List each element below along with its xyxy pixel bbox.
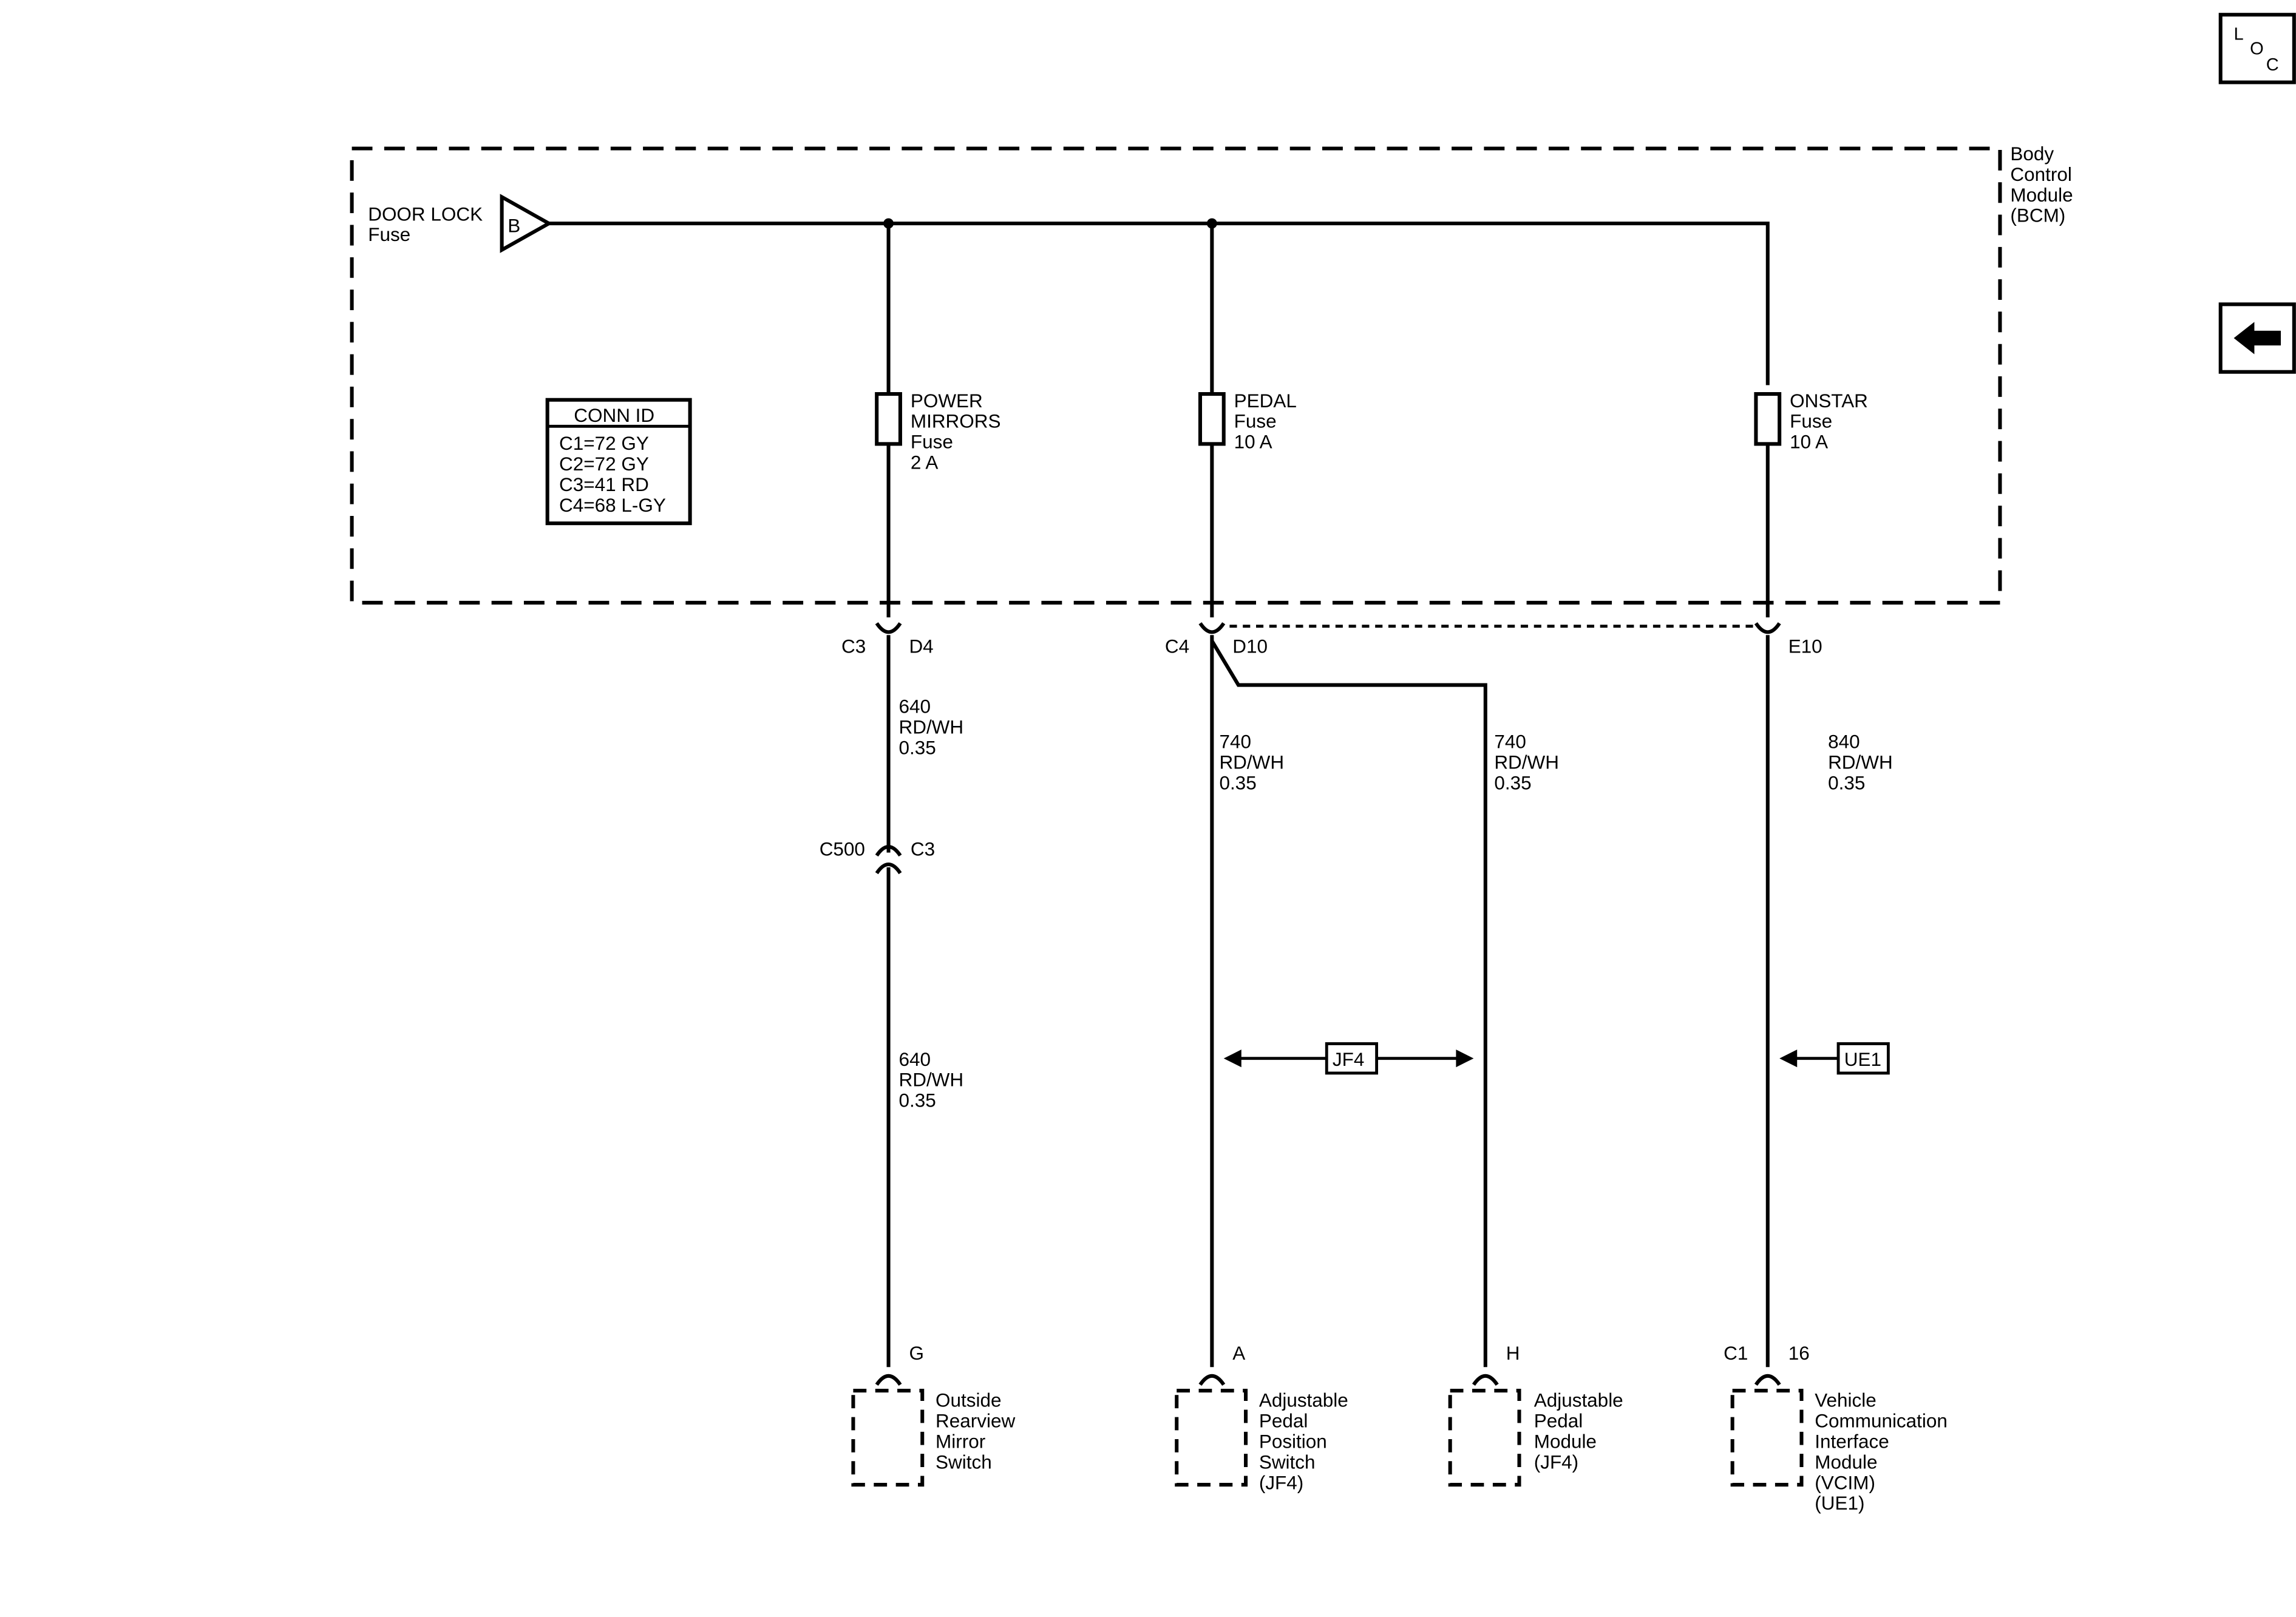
power-mirrors-circuit: POWER MIRRORS Fuse 2 A C3 D4 640 RD/WH 0… — [820, 223, 1001, 1368]
wire-label: 640 — [899, 696, 931, 717]
svg-text:Module: Module — [2010, 185, 2073, 206]
source-sub: Fuse — [368, 224, 410, 245]
component-outside-rearview-mirror-switch: G Outside Rearview Mirror Switch — [851, 1343, 1015, 1487]
svg-text:(JF4): (JF4) — [1259, 1472, 1303, 1493]
conn-id-row: C2=72 GY — [559, 453, 649, 475]
svg-text:(JF4): (JF4) — [1534, 1451, 1578, 1473]
pin-number: E10 — [1788, 636, 1822, 657]
fuse-label: 2 A — [911, 452, 939, 473]
svg-text:Interface: Interface — [1815, 1431, 1889, 1452]
svg-text:Pedal: Pedal — [1259, 1411, 1308, 1432]
fuse-label: ONSTAR — [1790, 390, 1868, 412]
inline-connector-name: C500 — [820, 838, 865, 859]
wire-label: 640 — [899, 1049, 931, 1070]
connector-symbol — [1754, 622, 1781, 634]
svg-text:Module: Module — [1534, 1431, 1597, 1452]
component-vcim: C1 16 Vehicle Communication Interface Mo… — [1724, 1343, 1948, 1514]
fuse-label: PEDAL — [1234, 390, 1297, 412]
wire-label: RD/WH — [1494, 752, 1559, 773]
component-adjustable-pedal-position-switch: A Adjustable Pedal Position Switch (JF4) — [1175, 1343, 1348, 1493]
pin-connector: C3 — [841, 636, 866, 657]
fuse-label: Fuse — [911, 432, 953, 453]
svg-text:(BCM): (BCM) — [2010, 205, 2065, 226]
component-adjustable-pedal-module: H Adjustable Pedal Module (JF4) — [1448, 1343, 1623, 1487]
wire-label: 0.35 — [1494, 773, 1531, 794]
svg-text:Mirror: Mirror — [936, 1431, 985, 1452]
fuse-label: MIRRORS — [911, 411, 1001, 432]
option-code: JF4 — [1333, 1049, 1364, 1070]
fuse-label: 10 A — [1790, 432, 1828, 453]
loc-letter-o: O — [2250, 39, 2264, 59]
svg-text:Control: Control — [2010, 164, 2071, 185]
svg-text:(UE1): (UE1) — [1815, 1493, 1864, 1514]
fuse-label: Fuse — [1234, 411, 1277, 432]
connector-symbol — [1198, 622, 1226, 634]
wire-label: 0.35 — [899, 737, 936, 758]
svg-text:Pedal: Pedal — [1534, 1411, 1583, 1432]
source-terminal-triangle — [500, 194, 553, 253]
svg-text:Communication: Communication — [1815, 1411, 1948, 1432]
back-button[interactable] — [2218, 302, 2296, 374]
svg-text:Outside: Outside — [936, 1390, 1001, 1411]
svg-text:Rearview: Rearview — [936, 1411, 1015, 1432]
component-pin: G — [909, 1343, 923, 1364]
source-name: DOOR LOCK — [368, 203, 483, 225]
option-code: UE1 — [1844, 1049, 1881, 1070]
svg-text:Adjustable: Adjustable — [1534, 1390, 1623, 1411]
pin-connector: C4 — [1165, 636, 1189, 657]
pin-number: D4 — [909, 636, 933, 657]
component-pin: A — [1232, 1343, 1245, 1364]
left-arrow-icon — [2233, 322, 2281, 354]
loc-letter-l: L — [2234, 24, 2244, 44]
svg-text:Switch: Switch — [1259, 1451, 1316, 1473]
fuse-symbol — [1198, 392, 1226, 446]
conn-id-title: CONN ID — [574, 405, 654, 426]
wire-label: RD/WH — [899, 716, 964, 737]
svg-text:Position: Position — [1259, 1431, 1327, 1452]
fuse-label: POWER — [911, 390, 983, 412]
wire-label: RD/WH — [1219, 752, 1284, 773]
bus-wire — [549, 222, 1770, 385]
component-pin: 16 — [1788, 1343, 1810, 1364]
fuse-label: 10 A — [1234, 432, 1272, 453]
svg-text:Vehicle: Vehicle — [1815, 1390, 1876, 1411]
wire-label: RD/WH — [1828, 752, 1893, 773]
conn-id-row: C3=41 RD — [559, 474, 649, 495]
inline-connector-symbol — [875, 844, 902, 857]
conn-id-row: C4=68 L-GY — [559, 495, 666, 516]
wire-label: 740 — [1219, 731, 1251, 753]
conn-id-box: CONN ID C1=72 GY C2=72 GY C3=41 RD C4=68… — [545, 398, 692, 526]
svg-text:Adjustable: Adjustable — [1259, 1390, 1348, 1411]
wire-label: 0.35 — [899, 1090, 936, 1111]
loc-button[interactable]: L O C — [2218, 13, 2296, 84]
fuse-symbol — [1754, 392, 1782, 446]
bcm-boundary — [350, 146, 2002, 605]
wire-label: 0.35 — [1828, 773, 1865, 794]
component-connector: C1 — [1724, 1343, 1748, 1364]
component-pin: H — [1506, 1343, 1520, 1364]
svg-text:Switch: Switch — [936, 1451, 992, 1473]
wire-label: 740 — [1494, 731, 1526, 753]
jf4-option-marker: JF4 — [1223, 1042, 1474, 1075]
bcm-label: Body Control Module (BCM) — [2010, 143, 2073, 226]
conn-id-row: C1=72 GY — [559, 433, 649, 454]
fuse-symbol — [875, 392, 902, 446]
wire-label: 0.35 — [1219, 773, 1256, 794]
ue1-option-marker: UE1 — [1779, 1042, 1890, 1075]
fuse-label: Fuse — [1790, 411, 1832, 432]
onstar-circuit: ONSTAR Fuse 10 A E10 840 RD/WH 0.35 — [1754, 390, 1893, 1368]
wire-label: RD/WH — [899, 1070, 964, 1091]
loc-letter-c: C — [2266, 55, 2279, 75]
wire-label: 840 — [1828, 731, 1860, 753]
door-lock-fuse-source: DOOR LOCK Fuse B — [368, 194, 553, 253]
inline-connector-pin: C3 — [911, 838, 935, 859]
svg-text:Body: Body — [2010, 143, 2054, 164]
svg-text:Module: Module — [1815, 1451, 1877, 1473]
source-terminal: B — [508, 215, 520, 237]
svg-text:(VCIM): (VCIM) — [1815, 1472, 1875, 1493]
connector-symbol — [875, 622, 902, 634]
pedal-circuit: PEDAL Fuse 10 A C4 D10 740 RD/WH 0.35 74… — [1165, 223, 1559, 1368]
pin-number: D10 — [1232, 636, 1268, 657]
